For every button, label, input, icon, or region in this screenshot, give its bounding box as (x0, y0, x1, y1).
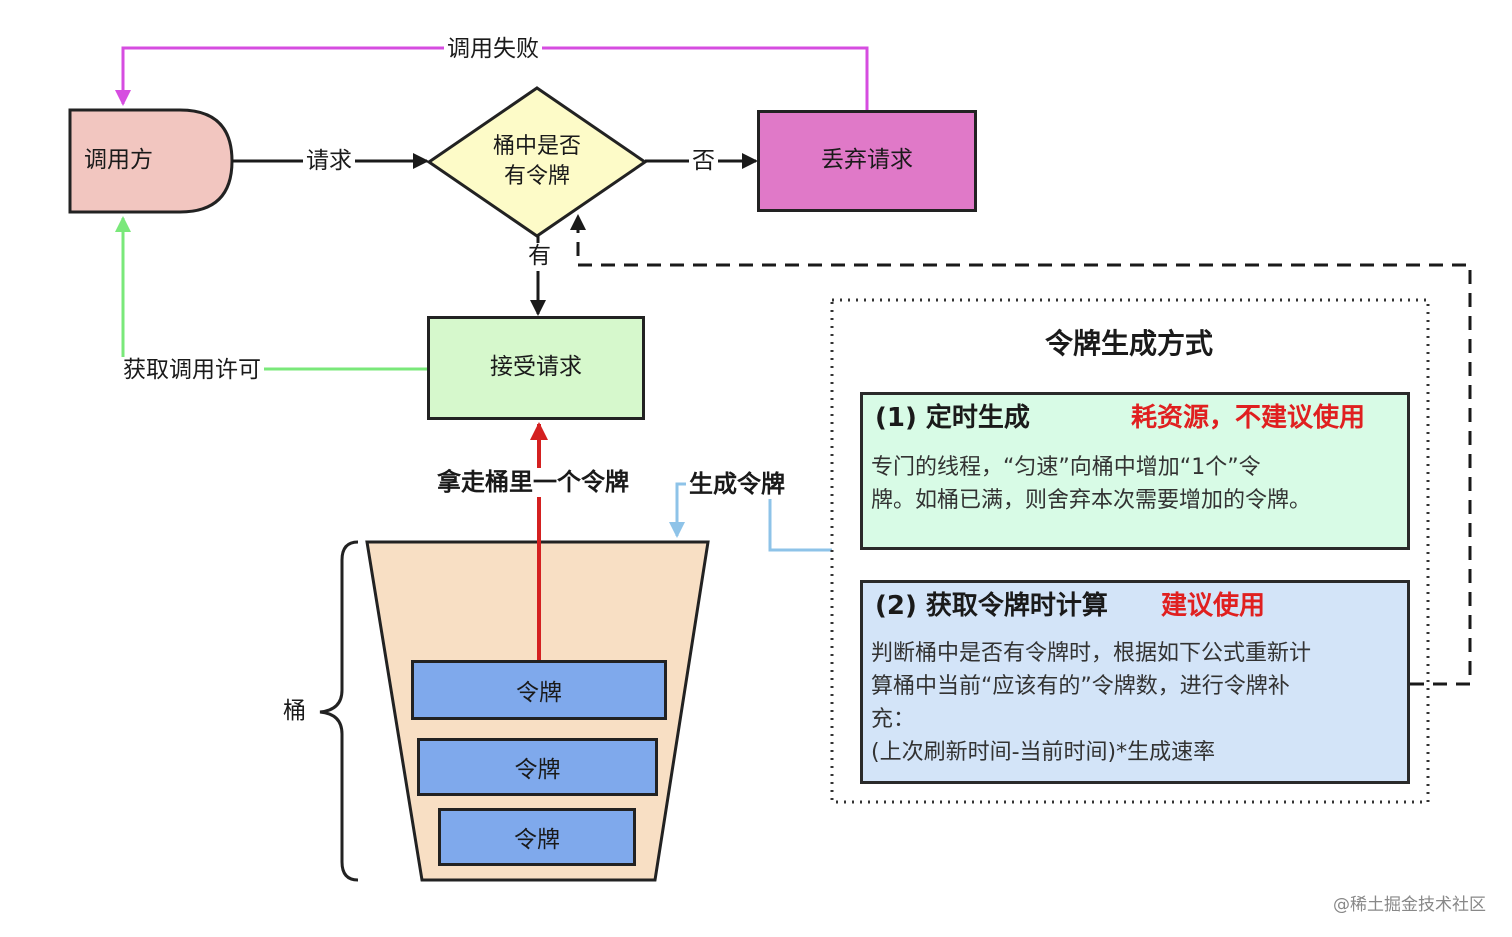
edge-label-permit: 获取调用许可 (120, 357, 264, 385)
drop-request-label: 丢弃请求 (821, 147, 913, 174)
token-label: 令牌 (514, 757, 561, 783)
option1-heading: (1) 定时生成 (875, 403, 1030, 433)
panel-title: 令牌生成方式 (1045, 327, 1214, 360)
decision-node: 桶中是否 有令牌 (455, 120, 619, 204)
option2-body: 判断桶中是否有令牌时，根据如下公式重新计 算桶中当前“应该有的”令牌数，进行令牌… (871, 637, 1391, 769)
option2-box: (2) 获取令牌时计算 建议使用 判断桶中是否有令牌时，根据如下公式重新计 算桶… (860, 580, 1410, 784)
token-middle: 令牌 (417, 738, 658, 796)
option1-line: 牌。如桶已满，则舍弃本次需要增加的令牌。 (871, 488, 1312, 513)
option2-line: 判断桶中是否有令牌时，根据如下公式重新计 (871, 641, 1312, 666)
accept-request-label: 接受请求 (490, 354, 582, 381)
caller-shape (68, 108, 234, 214)
edge-label-take-token: 拿走桶里一个令牌 (434, 468, 632, 497)
decision-label-line1: 桶中是否 (492, 134, 581, 160)
edge-label-request: 请求 (303, 148, 355, 176)
caller-node: 调用方 (72, 112, 182, 210)
token-label: 令牌 (516, 680, 562, 706)
edge-label-call-failed: 调用失败 (444, 36, 542, 64)
accept-request-node: 接受请求 (427, 316, 645, 420)
bucket-label: 桶 (283, 698, 306, 724)
option2-line: 充： (871, 707, 916, 732)
option1-body: 专门的线程，“匀速”向桶中增加“1个”令 牌。如桶已满，则舍弃本次需要增加的令牌… (871, 451, 1391, 517)
option1-line: 专门的线程，“匀速”向桶中增加“1个”令 (871, 455, 1261, 480)
option2-line: (上次刷新时间-当前时间)*生成速率 (871, 740, 1216, 765)
drop-request-node: 丢弃请求 (757, 110, 977, 212)
decision-label-line2: 有令牌 (503, 164, 570, 189)
option1-warning: 耗资源，不建议使用 (1131, 403, 1366, 433)
panel-frame (830, 298, 1430, 804)
token-bottom: 令牌 (438, 808, 636, 866)
option2-line: 算桶中当前“应该有的”令牌数，进行令牌补 (871, 674, 1290, 699)
option1-box: (1) 定时生成 耗资源，不建议使用 专门的线程，“匀速”向桶中增加“1个”令 … (860, 392, 1410, 550)
option2-warning: 建议使用 (1161, 591, 1266, 621)
token-top: 令牌 (411, 660, 667, 720)
edge-label-generate-token: 生成令牌 (686, 470, 788, 499)
bucket-brace (319, 540, 359, 882)
site-watermark: @稀土掘金技术社区 (1333, 895, 1486, 915)
caller-label: 调用方 (84, 147, 153, 174)
option2-heading: (2) 获取令牌时计算 (875, 591, 1108, 621)
edge-label-no: 否 (689, 148, 718, 176)
edge-label-yes: 有 (525, 243, 554, 271)
token-label: 令牌 (514, 827, 560, 853)
